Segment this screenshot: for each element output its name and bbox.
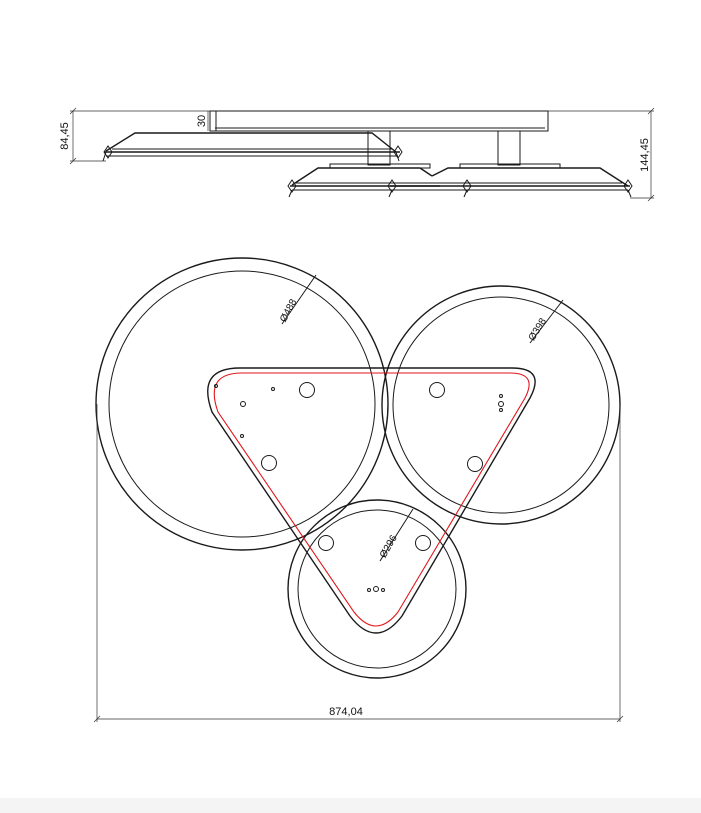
- bottom-strip: [0, 798, 701, 813]
- upper-disc: [102, 132, 403, 162]
- bracket-inner-outline: [213, 372, 530, 627]
- stem-left: [367, 130, 391, 166]
- dimension-canopy-thickness: 30: [196, 111, 209, 131]
- ring-medium: Ø398: [381, 285, 621, 525]
- lower-disc-left: [287, 163, 440, 198]
- plan-view: Ø488 Ø398 Ø296: [93, 257, 624, 723]
- diameter-large-label: Ø488: [278, 297, 299, 324]
- side-view: 84,45 30: [59, 107, 655, 202]
- dimension-overall-width: 874,04: [93, 404, 624, 723]
- diameter-medium-label: Ø398: [527, 316, 550, 343]
- ring-small: Ø296: [287, 499, 467, 679]
- canopy-thickness-label: 30: [196, 115, 208, 127]
- bracket-outline: [207, 367, 536, 634]
- lower-disc-right: [387, 163, 633, 198]
- stem-right: [497, 130, 521, 166]
- height-right-label: 144,45: [639, 138, 651, 172]
- dimension-height-right: 144,45: [548, 107, 655, 202]
- mounting-holes: [214, 382, 504, 592]
- height-left-label: 84,45: [59, 122, 71, 150]
- overall-width-label: 874,04: [329, 706, 363, 718]
- diameter-small-label: Ø296: [378, 533, 400, 560]
- dimension-height-left: 84,45: [59, 107, 210, 165]
